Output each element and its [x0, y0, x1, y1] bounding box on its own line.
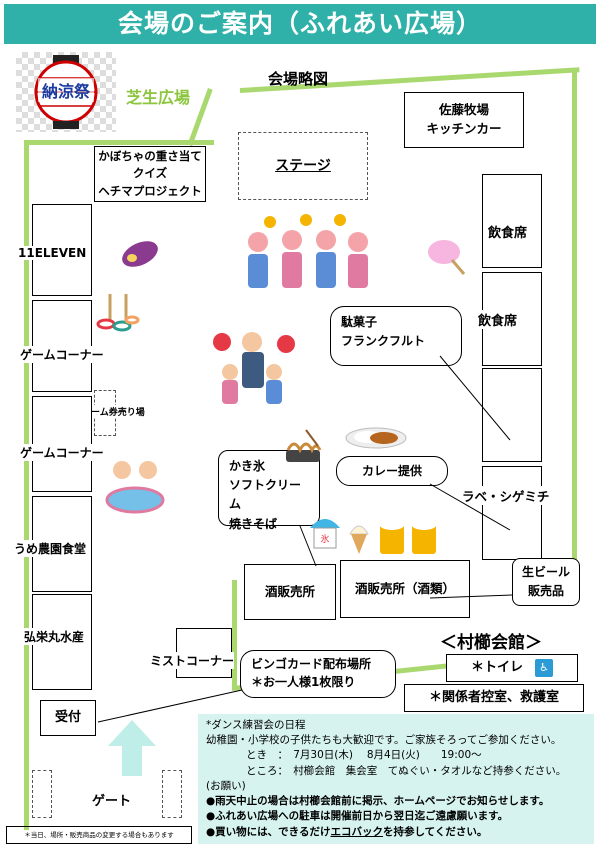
- ring-toss-icon: [96, 294, 140, 332]
- info-line-6: ●ふれあい広場への駐車は開催前日から翌日迄ご遠慮願います。: [206, 810, 509, 823]
- curry-rice-icon: [345, 427, 407, 449]
- path-right: [572, 70, 577, 590]
- booth-eleven-label: 11ELEVEN: [18, 246, 87, 260]
- hall-staff-room: ＊関係者控室、救護室: [404, 684, 584, 712]
- footnote: ＊当日、場所・販売商品の変更する場合もあります: [6, 826, 192, 844]
- sake-booth-1: 酒販売所: [244, 564, 336, 620]
- family-yukata-illustration: [213, 332, 295, 404]
- sweet-potato-icon: [122, 241, 158, 267]
- info-line-2: とき ： 7月30日(木) 8月4日(火) 19:00～: [246, 749, 482, 762]
- info-line-7b: エコバック: [330, 825, 383, 838]
- map-label: 会場略図: [268, 70, 329, 88]
- lawn-label: 芝生広場: [126, 88, 191, 107]
- callout-beer: 生ビール 販売品: [512, 558, 580, 606]
- callout-curry: カレー提供: [336, 456, 448, 486]
- cotton-candy-icon: [428, 240, 466, 275]
- ticket-booth-label: ゲーム券売り場: [82, 405, 145, 418]
- gate-label: ゲート: [92, 794, 132, 809]
- info-line-1: 幼稚園・小学校の子供たちも大歓迎です。ご家族そろってご参加ください。: [206, 734, 562, 747]
- path-inner-vertical: [232, 580, 237, 690]
- gate-post-right: [162, 770, 182, 818]
- mist-corner-label: ミストコーナー: [150, 652, 235, 669]
- game-corner-2-label: ゲームコーナー: [20, 444, 104, 461]
- booth-right-4: [482, 466, 542, 560]
- shaved-ice-icon: 氷: [310, 519, 340, 549]
- info-line-4: (お願い): [206, 779, 246, 792]
- info-heading: *ダンス練習会の日程: [206, 719, 306, 731]
- booth-right-1: [482, 174, 542, 268]
- sake-booth-2: 酒販売所（酒類）: [340, 560, 470, 618]
- eating-seat-2-label: 飲食席: [478, 310, 518, 329]
- info-line-3: ところ： 村櫛会館 集会室 てぬぐい・タオルなど持参ください。: [246, 764, 567, 777]
- lave-shigemichi-label: ラベ・シゲミチ: [462, 486, 550, 505]
- sato-kitchen-car: 佐藤牧場 キッチンカー: [404, 92, 524, 148]
- info-box: *ダンス練習会の日程 幼稚園・小学校の子供たちも大歓迎です。ご家族そろってご参加…: [198, 714, 594, 844]
- toilet-label: ＊トイレ: [470, 660, 523, 676]
- info-line-7c: を持参してください。: [382, 825, 488, 838]
- eating-seat-1-label: 飲食席: [488, 226, 528, 241]
- callout-bingo: ビンゴカード配布場所 ＊お一人様1枚限り: [240, 650, 396, 698]
- soft-cream-icon: [349, 525, 369, 554]
- logo-text: 納涼祭: [38, 78, 94, 102]
- stage: ステージ: [238, 132, 368, 200]
- hall-title: ＜村櫛会館＞: [440, 633, 542, 653]
- beer-mugs-icon: [379, 518, 437, 554]
- reception: 受付: [40, 700, 96, 736]
- path-left-top: [24, 140, 214, 145]
- hall-toilet: ＊トイレ ♿: [446, 654, 578, 682]
- stage-label: ステージ: [275, 157, 331, 174]
- ume-noen-label: うめ農園食堂: [14, 540, 87, 557]
- callout-kakigori: かき氷 ソフトクリーム 焼きそば: [218, 450, 320, 531]
- kids-pool-illustration: [105, 461, 165, 514]
- up-arrow-icon: [108, 720, 156, 776]
- restroom-icon: ♿: [535, 659, 553, 677]
- gate-post-left: [32, 770, 52, 818]
- page-title: 会場のご案内（ふれあい広場）: [4, 4, 596, 44]
- yakisoba-icon: [286, 429, 322, 462]
- info-line-5: ●雨天中止の場合は村櫛会館前に掲示、ホームページでお知らせします。: [206, 795, 550, 808]
- dancers-illustration: [248, 214, 368, 288]
- svg-text:氷: 氷: [320, 533, 329, 545]
- booth-right-3: [482, 368, 542, 462]
- hechima-project: かぼちゃの重さ当てクイズ ヘチマプロジェクト: [94, 146, 206, 202]
- kosei-suisan-label: 弘栄丸水産: [24, 628, 85, 645]
- game-corner-1-label: ゲームコーナー: [20, 346, 104, 363]
- info-line-7a: ●買い物には、できるだけ: [206, 825, 331, 838]
- info-line-7: ●買い物には、できるだけエコバックを持参してください。: [206, 825, 586, 840]
- path-left: [24, 140, 29, 830]
